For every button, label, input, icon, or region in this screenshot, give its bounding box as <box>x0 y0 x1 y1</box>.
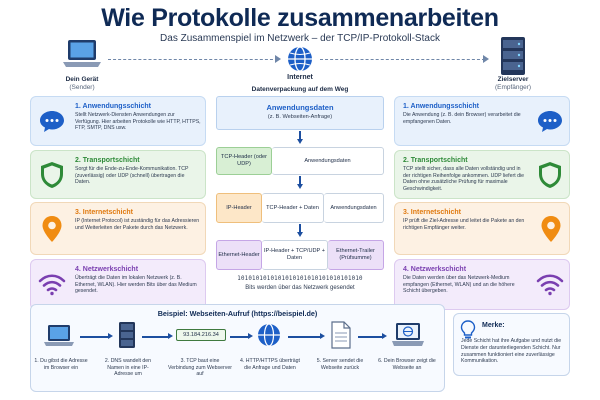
right-layer-text: TCP stellt sicher, dass alle Daten volls… <box>403 166 525 192</box>
globe-icon <box>258 323 280 347</box>
chat-bubble-icon <box>538 111 562 132</box>
left-layer-text: IP (Internet Protocol) ist zuständig für… <box>75 218 200 231</box>
arrow-right-icon <box>108 333 113 339</box>
arrow-right-icon <box>382 333 387 339</box>
flow-line <box>299 224 301 233</box>
left-layer-title: 1. Anwendungsschicht <box>75 103 151 110</box>
example-title: Beispiel: Webseiten-Aufruf (https://beis… <box>157 309 318 318</box>
left-layer-title: 2. Transportschicht <box>75 157 140 164</box>
application-data-sub: (z. B. Webseiten-Anfrage) <box>267 114 333 120</box>
arrow-down-icon <box>297 139 303 144</box>
laptop-icon <box>63 40 101 67</box>
arrow-right-icon <box>320 333 325 339</box>
left-layer-transport: 2. Transportschicht Sorgt für die Ende-z… <box>30 150 206 199</box>
document-icon <box>331 321 351 349</box>
step-arrow <box>230 336 250 338</box>
ip-header-box: IP-Header <box>216 193 262 223</box>
step-arrow <box>142 336 170 338</box>
left-layer-text: Überträgt die Daten im lokalen Netzwerk … <box>75 275 197 295</box>
right-layer-network: 4. Netzwerkschicht Die Daten werden über… <box>394 259 570 310</box>
ethernet-payload-box: IP-Header + TCP/UDP + Daten <box>262 240 328 270</box>
example-step: 3. TCP baut eine Verbindung zum Webserve… <box>168 358 232 378</box>
left-layer-application: 1. Anwendungsschicht Stellt Netzwerk-Die… <box>30 96 206 146</box>
right-layer-text: Die Anwendung (z. B. dein Browser) verar… <box>403 112 521 125</box>
connection-line-right <box>320 59 485 60</box>
right-layer-text: IP prüft die Ziel-Adresse und leitet die… <box>403 218 525 231</box>
flow-line <box>299 131 301 140</box>
right-layer-title: 1. Anwendungsschicht <box>403 103 479 110</box>
sender-role: (Sender) <box>69 84 95 91</box>
bits-stream: 1010101010101010101010101010101010 <box>237 276 363 282</box>
arrow-down-icon <box>297 232 303 237</box>
example-step: 6. Dein Browser zeigt die Webseite an <box>378 358 436 371</box>
left-layer-title: 3. Internetschicht <box>75 209 133 216</box>
server-name: Zielserver <box>497 76 529 83</box>
left-layer-text: Stellt Netzwerk-Diensten Anwendungen zur… <box>75 112 201 132</box>
server-role: (Empfänger) <box>494 84 532 91</box>
application-data-title: Anwendungsdaten <box>266 103 334 112</box>
example-step: 1. Du gibst die Adresse im Browser ein <box>34 358 88 371</box>
sender-label: Dein Gerät (Sender) <box>45 76 119 92</box>
right-layer-application: 1. Anwendungsschicht Die Anwendung (z. B… <box>394 96 570 146</box>
lightbulb-icon <box>460 320 476 339</box>
right-layer-transport: 2. Transportschicht TCP stellt sicher, d… <box>394 150 570 199</box>
server-label: Zielserver (Empfänger) <box>476 76 550 92</box>
example-step: 2. DNS wandelt den Namen in eine IP-Adre… <box>104 358 152 378</box>
right-layer-text: Die Daten werden über das Netzwerk-Mediu… <box>403 275 515 295</box>
ip-tcp-box: TCP-Header + Daten <box>262 193 324 223</box>
bits-caption: Bits werden über das Netzwerk gesendet <box>245 285 355 291</box>
step-arrow <box>80 336 110 338</box>
globe-icon <box>288 46 312 72</box>
ethernet-frame: Ethernet-Header IP-Header + TCP/UDP + Da… <box>216 240 384 270</box>
ethernet-trailer-box: Ethernet-Trailer (Prüfsumme) <box>328 240 384 270</box>
arrow-right-icon <box>483 55 489 63</box>
note-box: Merke: Jede Schicht hat ihre Aufgabe und… <box>453 313 570 376</box>
right-layer-internet: 3. Internetschicht IP prüft die Ziel-Adr… <box>394 202 570 255</box>
ip-packet: IP-Header TCP-Header + Daten Anwendungsd… <box>216 193 384 223</box>
arrow-down-icon <box>297 184 303 189</box>
note-title: Merke: <box>482 322 505 329</box>
example-step: 4. HTTP/HTTPS überträgt die Anfrage und … <box>240 358 300 371</box>
example-panel <box>30 304 445 392</box>
arrow-right-icon <box>248 333 253 339</box>
tcp-header-box: TCP-Header (oder UDP) <box>216 147 272 175</box>
server-icon <box>119 322 135 348</box>
application-data-box: Anwendungsdaten (z. B. Webseiten-Anfrage… <box>216 96 384 130</box>
location-pin-icon <box>42 216 62 242</box>
ip-address-box: 93.184.216.34 <box>176 329 226 341</box>
internet-label: Internet <box>287 74 313 81</box>
right-layer-title: 2. Transportschicht <box>403 157 468 164</box>
arrow-right-icon <box>168 333 173 339</box>
location-pin-icon <box>541 216 561 242</box>
tcp-data-box: Anwendungsdaten <box>272 147 384 175</box>
arrow-right-icon <box>275 55 281 63</box>
note-text: Jede Schicht hat ihre Aufgabe und nutzt … <box>461 338 562 365</box>
right-layer-title: 4. Netzwerkschicht <box>403 266 467 273</box>
connection-line-left <box>108 59 278 60</box>
example-step: 5. Server sendet die Webseite zurück <box>316 358 364 371</box>
center-heading: Datenverpackung auf dem Weg <box>251 86 349 93</box>
step-arrow <box>358 336 384 338</box>
page-title: Wie Protokolle zusammenarbeiten <box>101 4 499 32</box>
ip-data-box: Anwendungsdaten <box>324 193 384 223</box>
left-layer-internet: 3. Internetschicht IP (Internet Protocol… <box>30 202 206 255</box>
server-icon <box>501 37 525 75</box>
shield-icon <box>41 162 63 188</box>
right-layer-title: 3. Internetschicht <box>403 209 461 216</box>
step-arrow <box>288 336 322 338</box>
chat-bubble-icon <box>40 111 64 132</box>
laptop-globe-icon <box>392 323 424 346</box>
sender-name: Dein Gerät <box>65 76 99 83</box>
left-layer-network: 4. Netzwerkschicht Überträgt die Daten i… <box>30 259 206 310</box>
left-layer-title: 4. Netzwerkschicht <box>75 266 139 273</box>
ethernet-header-box: Ethernet-Header <box>216 240 262 270</box>
flow-line <box>299 176 301 185</box>
wifi-icon <box>536 274 564 296</box>
laptop-icon <box>44 325 74 346</box>
page-subtitle: Das Zusammenspiel im Netzwerk – der TCP/… <box>160 33 440 44</box>
left-layer-text: Sorgt für die Ende-zu-Ende-Kommunikation… <box>75 166 189 186</box>
tcp-segment: TCP-Header (oder UDP) Anwendungsdaten <box>216 147 384 175</box>
shield-icon <box>539 162 561 188</box>
wifi-icon <box>38 274 66 296</box>
